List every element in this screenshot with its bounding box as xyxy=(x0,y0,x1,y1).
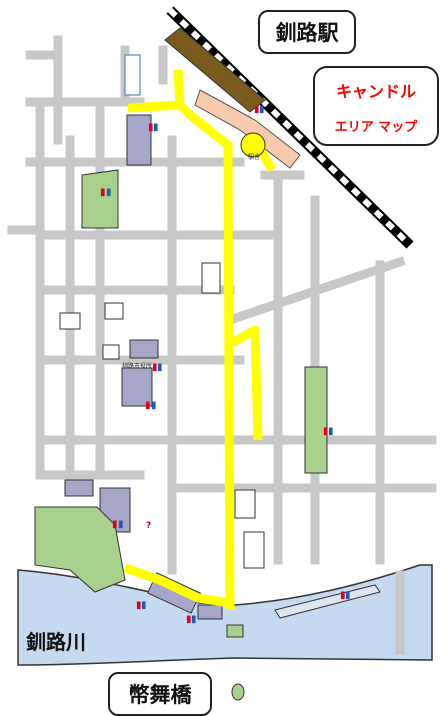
candle-route xyxy=(123,69,276,611)
svg-text:▮: ▮ xyxy=(145,400,151,411)
svg-text:▮: ▮ xyxy=(259,104,265,115)
svg-text:▮: ▮ xyxy=(323,426,329,437)
info-icon: ? xyxy=(146,521,151,531)
svg-text:▮: ▮ xyxy=(153,122,159,133)
svg-text:▮: ▮ xyxy=(157,362,163,373)
svg-text:▮: ▮ xyxy=(186,614,192,625)
svg-text:▮: ▮ xyxy=(254,104,260,115)
svg-text:▮: ▮ xyxy=(152,362,158,373)
map-title: キャンドル エリア マップ xyxy=(313,66,439,146)
svg-text:▮: ▮ xyxy=(340,590,346,601)
railway-track xyxy=(166,6,414,249)
svg-text:▮: ▮ xyxy=(112,519,118,530)
svg-text:▮: ▮ xyxy=(136,600,142,611)
building-label: 釧路市役所 xyxy=(122,363,153,370)
station-building-label: 駅舎 xyxy=(248,154,261,161)
station-label: 釧路駅 xyxy=(258,10,356,54)
title-line2: エリア マップ xyxy=(334,120,418,135)
streets xyxy=(7,35,437,655)
river-label: 釧路川 xyxy=(26,630,86,654)
station-plaza xyxy=(194,89,301,169)
station-platform xyxy=(164,27,266,113)
svg-text:▮: ▮ xyxy=(151,400,157,411)
svg-text:▮: ▮ xyxy=(328,426,334,437)
parks xyxy=(34,169,328,701)
station-marker xyxy=(240,132,266,158)
title-line1: キャンドル xyxy=(335,82,416,101)
bridge-label: 幣舞橋 xyxy=(108,672,212,716)
toilet-icon: ▮▮ ▮▮ ▮▮ ▮▮ ▮▮ ▮▮ ▮▮ ▮▮ ▮▮ ▮▮ xyxy=(100,104,351,625)
riverside-walkway xyxy=(274,584,381,619)
svg-text:▮: ▮ xyxy=(100,187,106,198)
svg-text:▮: ▮ xyxy=(106,187,112,198)
svg-text:▮: ▮ xyxy=(191,614,197,625)
svg-text:▮: ▮ xyxy=(118,519,124,530)
svg-text:▮: ▮ xyxy=(141,600,147,611)
svg-text:▮: ▮ xyxy=(345,590,351,601)
svg-text:▮: ▮ xyxy=(148,122,154,133)
river xyxy=(17,564,433,666)
